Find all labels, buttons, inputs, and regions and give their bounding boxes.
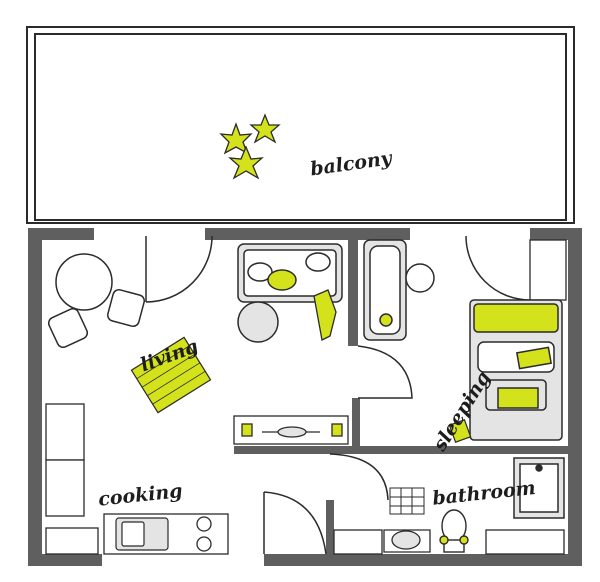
bathtub-icon <box>363 239 407 341</box>
sofa-icon <box>237 243 343 303</box>
room-label-balcony: balcony <box>309 147 395 180</box>
walls <box>28 228 582 566</box>
shower-icon <box>513 457 565 519</box>
plant-icon <box>219 113 281 180</box>
book <box>448 419 472 443</box>
door-swings <box>145 235 531 555</box>
bath-mat <box>389 487 425 515</box>
wardrobe <box>529 239 567 301</box>
room-label-cooking: cooking <box>97 480 183 511</box>
bathroom-cabinet <box>485 529 565 555</box>
balcony-area <box>26 26 575 224</box>
round-table <box>55 253 113 311</box>
stove-icon <box>196 516 212 552</box>
pouf <box>237 301 279 343</box>
tv-sideboard <box>233 415 349 445</box>
rug-icon <box>130 336 212 414</box>
side-table <box>405 263 435 293</box>
chair <box>47 289 145 349</box>
blanket <box>313 289 337 341</box>
bed-icon <box>469 299 563 441</box>
toilet-icon <box>439 509 469 553</box>
bathroom-counter <box>333 529 431 555</box>
sink-icon <box>115 517 169 551</box>
